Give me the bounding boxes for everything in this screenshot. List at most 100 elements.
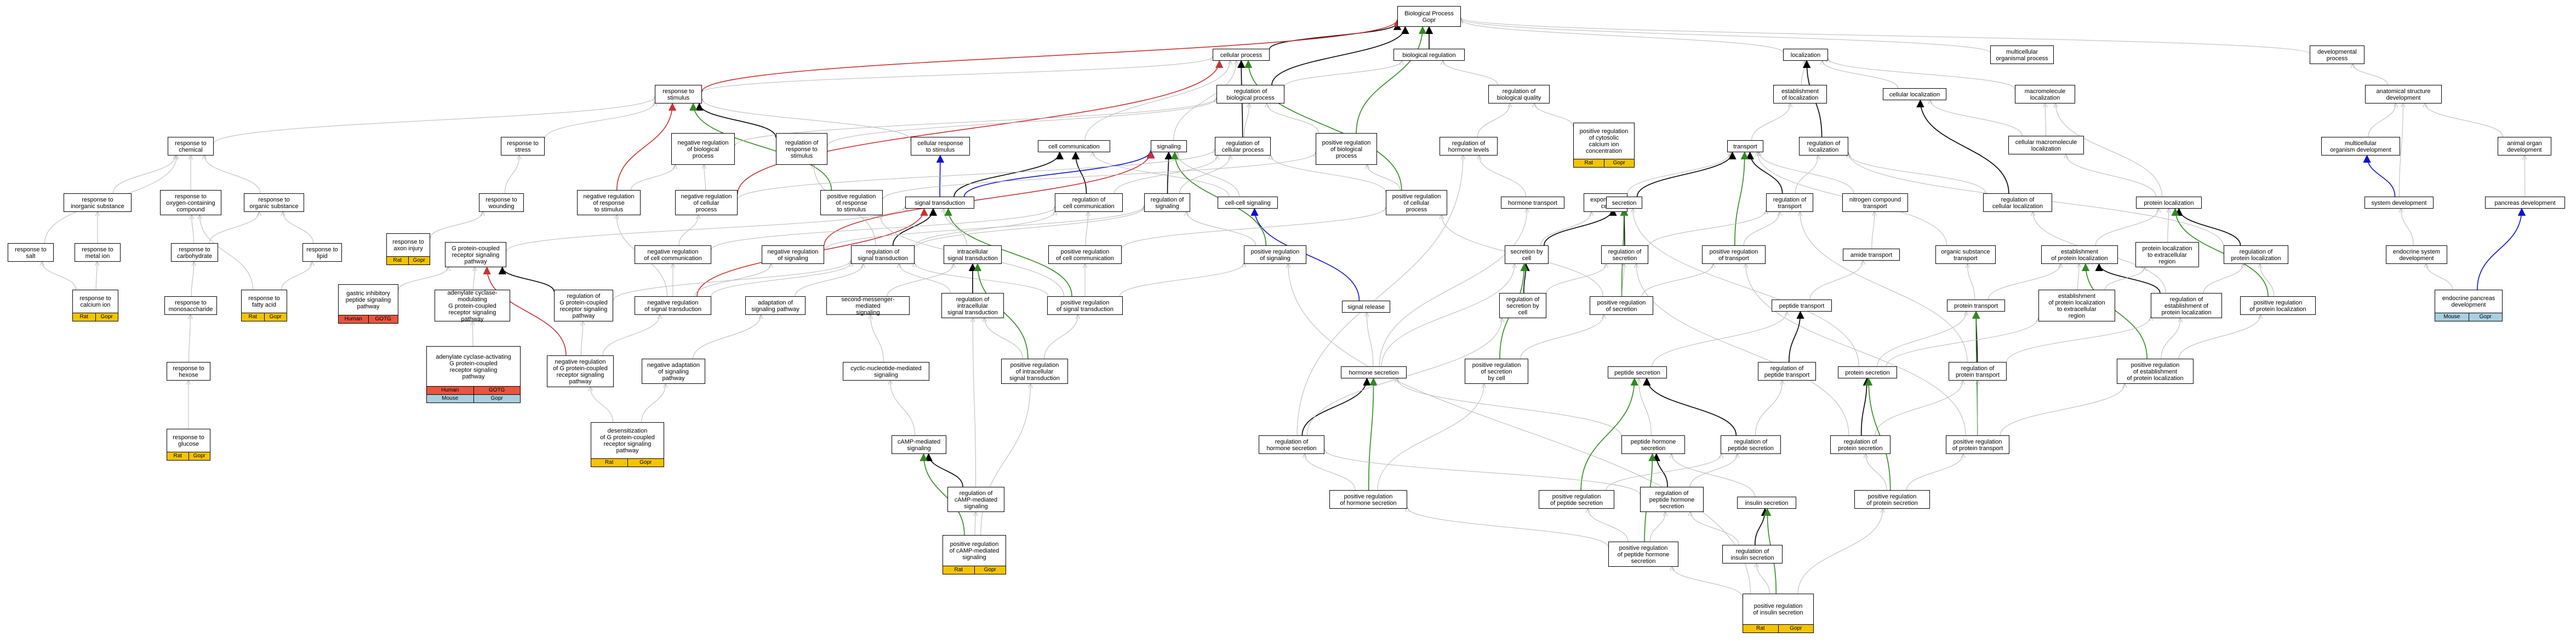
go-term-node[interactable]: negative adaptation of signaling pathway (642, 359, 705, 384)
go-term-node[interactable]: regulation of peptide hormone secretion (1640, 487, 1704, 512)
go-term-node[interactable]: negative regulation of cellular process (675, 190, 738, 215)
go-term-node[interactable]: negative regulation of G protein-coupled… (547, 355, 614, 387)
go-term-node[interactable]: positive regulation of establishment of … (2117, 359, 2194, 384)
go-term-node[interactable]: endocrine system development (2386, 245, 2447, 264)
go-term-node[interactable]: positive regulation of hormone secretion (1329, 490, 1407, 509)
go-term-node[interactable]: positive regulation of cellular process (1386, 190, 1447, 215)
go-term-node[interactable]: positive regulation of cytosolic calcium… (1573, 123, 1635, 168)
go-term-node[interactable]: nitrogen compound transport (1842, 193, 1908, 212)
go-term-node[interactable]: response to carbohydrate (171, 243, 218, 262)
go-term-node[interactable]: organic substance transport (1935, 245, 1996, 264)
go-term-node[interactable]: protein secretion (1838, 366, 1897, 378)
go-term-node[interactable]: cAMP-mediated signaling (892, 435, 946, 454)
go-term-node[interactable]: pancreas development (2485, 197, 2565, 209)
go-term-node[interactable]: animal organ development (2498, 137, 2551, 156)
go-term-node[interactable]: localization (1783, 49, 1828, 61)
go-term-node[interactable]: positive regulation of protein transport (1946, 435, 2009, 454)
go-term-node[interactable]: regulation of secretion (1601, 245, 1648, 264)
go-term-node[interactable]: gastric inhibitory peptide signaling pat… (338, 284, 398, 324)
go-term-node[interactable]: secretion by cell (1505, 245, 1549, 264)
go-term-node[interactable]: signal release (1342, 301, 1390, 313)
go-term-node[interactable]: cellular macromolecule localization (2008, 136, 2084, 154)
go-term-node[interactable]: adenylate cyclase-modulating G protein-c… (435, 290, 510, 323)
go-term-node[interactable]: biological regulation (1393, 49, 1465, 61)
go-term-node[interactable]: response to hexose (167, 362, 210, 381)
go-term-node[interactable]: anatomical structure development (2365, 85, 2442, 104)
go-term-node[interactable]: G protein-coupled receptor signaling pat… (445, 242, 506, 267)
go-term-node[interactable]: protein localization (2136, 197, 2202, 209)
go-term-node[interactable]: regulation of cell communication (1055, 193, 1123, 212)
go-term-node[interactable]: response to wounding (479, 193, 524, 212)
go-term-node[interactable]: system development (2364, 197, 2434, 209)
go-term-node[interactable]: cell-cell signaling (1218, 197, 1278, 209)
go-term-node[interactable]: signal transduction (905, 197, 974, 209)
go-term-node[interactable]: regulation of hormone secretion (1259, 435, 1324, 454)
go-term-node[interactable]: positive regulation of transport (1702, 245, 1766, 264)
go-term-node[interactable]: regulation of establishment of protein l… (2151, 293, 2222, 318)
go-term-node[interactable]: negative regulation of cell communicatio… (635, 245, 711, 264)
go-term-node[interactable]: regulation of signal transduction (851, 245, 915, 264)
go-term-node[interactable]: establishment of localization (1773, 85, 1827, 104)
go-term-node[interactable]: insulin secretion (1737, 497, 1796, 509)
go-term-node[interactable]: positive regulation of biological proces… (1316, 133, 1377, 165)
go-term-node[interactable]: positive regulation of secretion (1590, 296, 1653, 315)
go-term-node[interactable]: desensitization of G protein-coupled rec… (591, 422, 664, 467)
go-term-node[interactable]: macromolecule localization (2015, 85, 2075, 104)
go-term-node[interactable]: multicellular organismal process (1990, 45, 2054, 64)
go-term-node[interactable]: cellular localization (1883, 88, 1946, 100)
go-term-node[interactable]: cyclic-nucleotide-mediated signaling (843, 362, 929, 381)
go-term-node[interactable]: regulation of protein secretion (1830, 435, 1890, 454)
go-term-node[interactable]: regulation of peptide transport (1758, 362, 1816, 381)
go-term-node[interactable]: peptide transport (1772, 300, 1832, 312)
go-term-node[interactable]: response to chemical (168, 137, 214, 156)
go-term-node[interactable]: second-messenger-mediated signaling (826, 296, 910, 316)
go-term-node[interactable]: multicellular organism development (2321, 137, 2400, 156)
go-term-node[interactable]: positive regulation of secretion by cell (1465, 359, 1528, 384)
go-term-node[interactable]: negative regulation of biological proces… (671, 133, 735, 165)
go-term-node[interactable]: cellular response to stimulus (911, 137, 970, 156)
go-term-node[interactable]: intracellular signal transduction (944, 245, 1002, 264)
go-term-node[interactable]: cellular process (1213, 49, 1270, 61)
go-term-node[interactable]: regulation of localization (1799, 137, 1848, 156)
go-term-node[interactable]: positive regulation of signaling (1244, 245, 1306, 264)
go-term-node[interactable]: positive regulation of intracellular sig… (1001, 359, 1068, 384)
go-term-node[interactable]: positive regulation of response to stimu… (820, 190, 883, 215)
go-term-node[interactable]: adenylate cyclase-activating G protein-c… (426, 346, 521, 403)
go-term-node[interactable]: secretion (1606, 197, 1642, 209)
go-term-node[interactable]: amide transport (1843, 249, 1900, 261)
go-term-node[interactable]: regulation of cAMP-mediated signaling (947, 487, 1004, 512)
go-term-node[interactable]: positive regulation of peptide hormone s… (1608, 542, 1678, 567)
go-term-node[interactable]: response to stress (501, 137, 545, 156)
go-term-node[interactable]: regulation of secretion by cell (1499, 293, 1546, 318)
go-term-node[interactable]: regulation of protein transport (1949, 362, 2007, 381)
go-term-node[interactable]: protein transport (1947, 300, 2005, 312)
go-term-node[interactable]: positive regulation of protein secretion (1854, 490, 1930, 509)
go-term-node[interactable]: positive regulation of peptide secretion (1539, 490, 1614, 509)
go-term-node[interactable]: Biological Process Gopr (1397, 6, 1461, 27)
go-term-node[interactable]: regulation of intracellular signal trans… (941, 293, 1004, 318)
go-term-node[interactable]: adaptation of signaling pathway (745, 296, 806, 315)
go-term-node[interactable]: regulation of response to stimulus (776, 133, 827, 165)
go-term-node[interactable]: protein localization to extracellular re… (2135, 242, 2199, 267)
go-term-node[interactable]: establishment of protein localization (2041, 245, 2118, 264)
go-term-node[interactable]: regulation of signaling (1144, 193, 1190, 212)
go-term-node[interactable]: signaling (1151, 140, 1187, 152)
go-term-node[interactable]: positive regulation of cAMP-mediated sig… (943, 535, 1006, 574)
go-term-node[interactable]: response to stimulus (655, 85, 702, 104)
go-term-node[interactable]: response to inorganic substance (64, 193, 132, 212)
go-term-node[interactable]: regulation of cellular process (1215, 137, 1271, 156)
go-term-node[interactable]: establishment of protein localization to… (2038, 290, 2115, 321)
go-term-node[interactable]: positive regulation of cell communicatio… (1048, 245, 1122, 264)
go-term-node[interactable]: response to oxygen-containing compound (160, 190, 221, 215)
go-term-node[interactable]: response to monosaccharide (164, 296, 217, 315)
go-term-node[interactable]: regulation of hormone levels (1440, 137, 1498, 156)
go-term-node[interactable]: positive regulation of protein localizat… (2240, 296, 2316, 315)
go-term-node[interactable]: developmental process (2310, 45, 2364, 64)
go-term-node[interactable]: regulation of cellular localization (1983, 193, 2052, 212)
go-term-node[interactable]: hormone secretion (1341, 366, 1407, 378)
go-term-node[interactable]: negative regulation of signal transducti… (635, 296, 711, 315)
go-term-node[interactable]: positive regulation of insulin secretion… (1743, 594, 1814, 633)
